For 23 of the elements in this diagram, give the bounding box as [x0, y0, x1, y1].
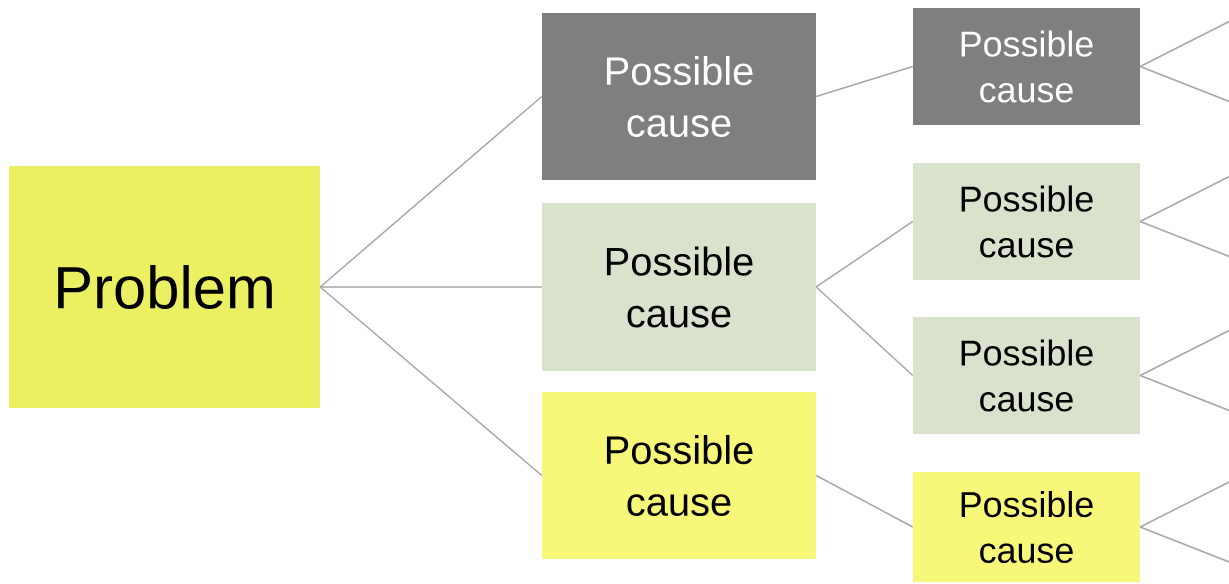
- connector-line: [1139, 175, 1229, 223]
- cause-box: Possible cause: [913, 163, 1140, 280]
- connector-line: [319, 286, 543, 288]
- cause-box: Possible cause: [913, 317, 1140, 434]
- connector-line: [1139, 526, 1229, 563]
- connector-line: [319, 286, 543, 477]
- connector-line: [815, 286, 914, 377]
- cause-box: Possible cause: [542, 203, 816, 371]
- cause-box: Possible cause: [913, 472, 1140, 582]
- cause-box: Problem: [9, 166, 320, 408]
- connector-line: [1139, 220, 1229, 258]
- connector-line: [1139, 481, 1229, 528]
- cause-box: Possible cause: [542, 13, 816, 180]
- connector-line: [1139, 374, 1229, 412]
- connector-line: [1139, 20, 1229, 68]
- cause-box: Possible cause: [913, 8, 1140, 125]
- cause-box: Possible cause: [542, 392, 816, 559]
- connector-line: [815, 65, 914, 98]
- connector-line: [815, 474, 914, 528]
- connector-line: [319, 95, 543, 288]
- connector-line: [1139, 65, 1229, 103]
- connector-line: [1139, 329, 1229, 377]
- connector-line: [815, 220, 914, 288]
